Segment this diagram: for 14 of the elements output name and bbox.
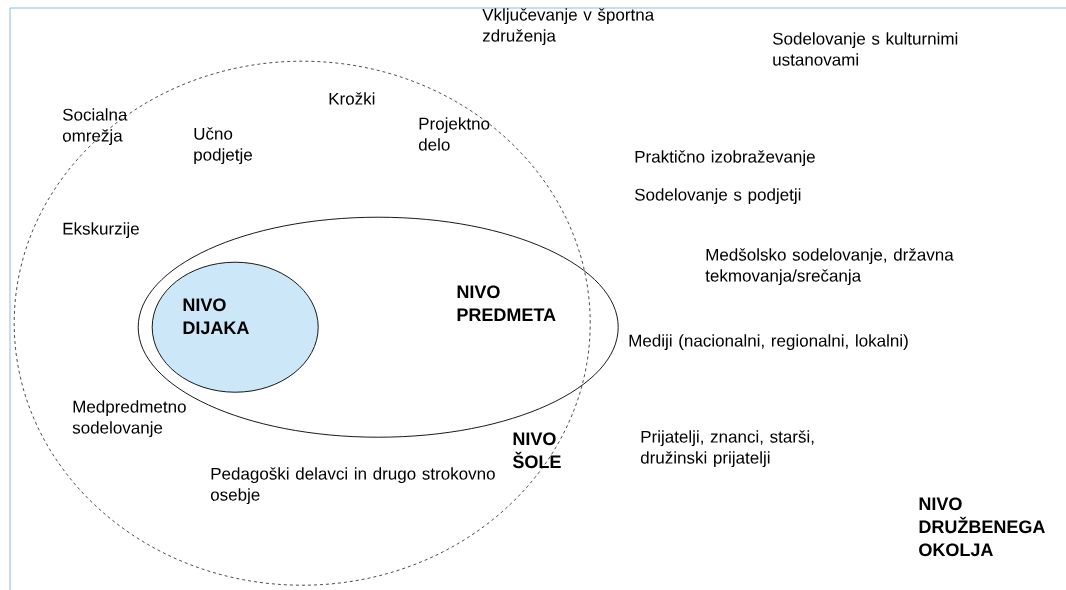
label: Prijatelji, znanci, starši, družinski prijatelji bbox=[640, 430, 814, 468]
label: Sodelovanje s kulturnimi ustanovami bbox=[773, 32, 958, 66]
label: Medšolsko sodelovanje, državna tekmovanja/srečanja bbox=[705, 248, 954, 286]
label: Socialna omrežja bbox=[62, 108, 128, 146]
label: Vključevanje v športna združenja bbox=[482, 8, 655, 46]
label: Medpredmetno sodelovanje bbox=[72, 400, 186, 438]
label: Mediji (nacionalni, regionalni, lokalni) bbox=[629, 334, 908, 351]
label: Praktično izobraževanje bbox=[635, 150, 815, 167]
label: Sodelovanje s podjetji bbox=[634, 188, 801, 205]
label: Učno podjetje bbox=[194, 127, 252, 165]
label: Pedagoški delavci in drugo strokovno osebje bbox=[210, 467, 495, 505]
label: Krožki bbox=[329, 92, 375, 105]
label: Ekskurzije bbox=[63, 222, 139, 239]
label: Projektno delo bbox=[418, 117, 490, 151]
